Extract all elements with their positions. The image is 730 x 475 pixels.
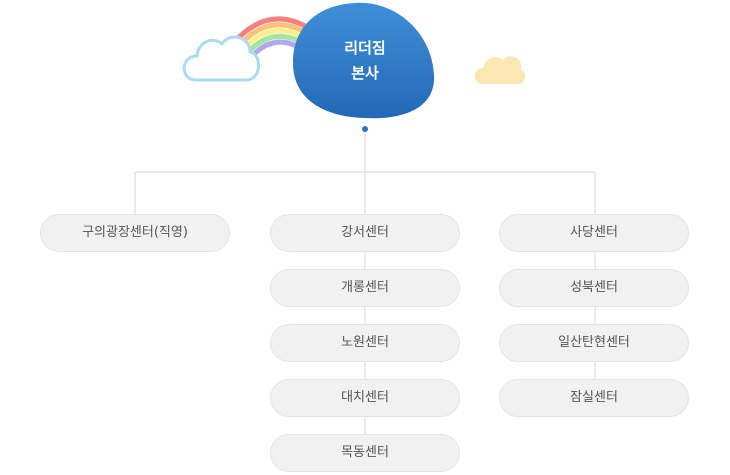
hq-blob [293, 2, 435, 119]
center-node[interactable]: 사당센터 [499, 214, 689, 252]
center-node[interactable]: 대치센터 [270, 379, 460, 417]
cloud-icon [474, 56, 526, 84]
center-node[interactable]: 일산탄현센터 [499, 324, 689, 362]
center-node[interactable]: 성북센터 [499, 269, 689, 307]
center-node[interactable]: 구의광장센터(직영) [40, 214, 230, 252]
connector-lines [134, 129, 596, 434]
center-node[interactable]: 강서센터 [270, 214, 460, 252]
center-node[interactable]: 목동센터 [270, 434, 460, 472]
hq-label: 리더짐 본사 [300, 36, 430, 86]
center-node[interactable]: 노원센터 [270, 324, 460, 362]
hq-label-line1: 리더짐 [344, 39, 386, 57]
hq-label-line2: 본사 [351, 64, 379, 82]
center-node[interactable]: 잠실센터 [499, 379, 689, 417]
cloud-icon [182, 35, 260, 82]
connector-dot [362, 126, 368, 132]
center-node[interactable]: 개롱센터 [270, 269, 460, 307]
